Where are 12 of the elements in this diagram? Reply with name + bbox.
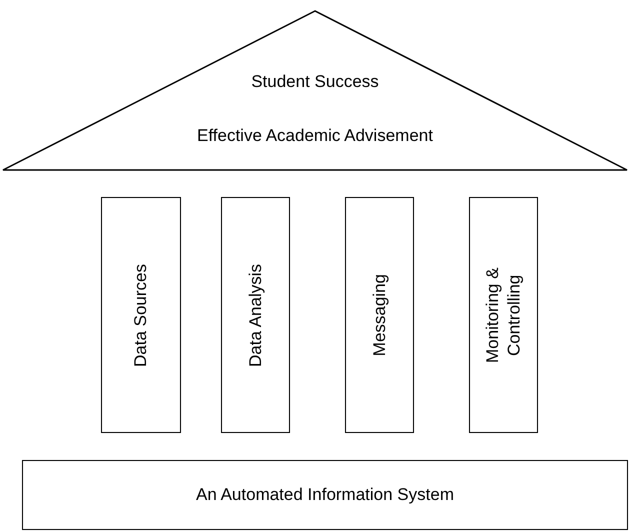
roof-subtitle: Effective Academic Advisement — [197, 126, 433, 146]
pillar-box — [469, 197, 538, 433]
pillar-box — [221, 197, 290, 433]
base-label: An Automated Information System — [196, 485, 454, 505]
pillar-label: Messaging — [368, 274, 390, 356]
pillar-box — [345, 197, 414, 433]
pillar-box — [101, 197, 181, 433]
pillar-label: Data Sources — [130, 264, 152, 366]
pillar-label: Monitoring & Controlling — [482, 266, 524, 365]
base-box — [22, 460, 628, 530]
pillar-label: Data Analysis — [244, 264, 266, 366]
roof-title: Student Success — [251, 72, 379, 92]
